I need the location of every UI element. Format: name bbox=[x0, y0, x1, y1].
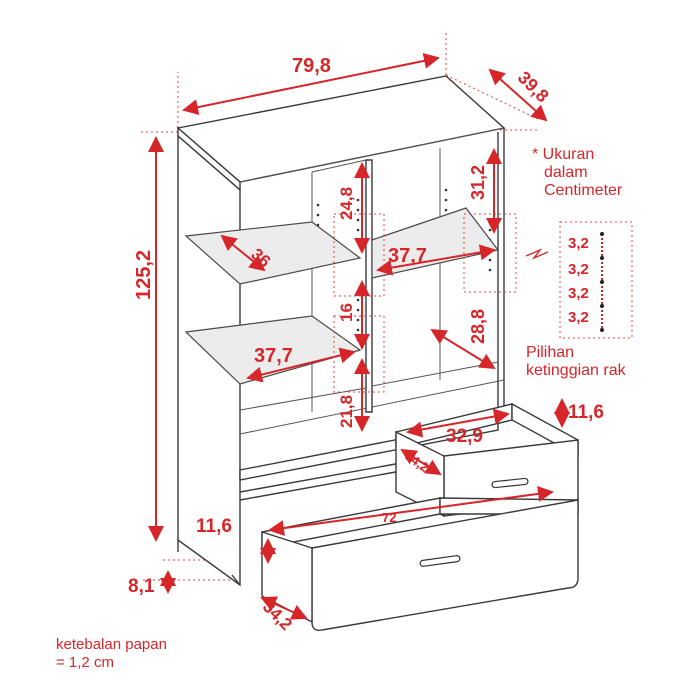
label-right-width: 37,7 bbox=[388, 245, 427, 267]
label-gap-mid-left: 16 bbox=[337, 303, 356, 322]
label-drawer-large-height: 11,6 bbox=[196, 516, 232, 537]
label-width: 79,8 bbox=[292, 55, 331, 77]
label-gap-bottom-left: 21,8 bbox=[337, 395, 356, 428]
shelf-option-line2: ketinggian rak bbox=[526, 362, 626, 379]
label-drawer-large-width: 72 bbox=[382, 510, 396, 525]
unit-note: * Ukuran dalam Centimeter bbox=[532, 146, 622, 200]
label-gap-bottom-right: 28,8 bbox=[468, 309, 488, 344]
label-gap-top-left: 24,8 bbox=[337, 187, 356, 220]
large-drawer bbox=[261, 497, 579, 632]
spacing-value-3: 3,2 bbox=[568, 285, 589, 302]
unit-note-line2: dalam bbox=[544, 164, 588, 181]
dimension-lines bbox=[148, 52, 570, 620]
label-drawer-small-height: 11,6 bbox=[568, 402, 604, 423]
spacing-value-4: 3,2 bbox=[568, 309, 589, 326]
spacing-value-2: 3,2 bbox=[568, 261, 589, 278]
dimension-labels: 79,8 39,8 125,2 36 37,7 37,7 24,8 16 21,… bbox=[128, 55, 604, 634]
unit-note-line1: * Ukuran bbox=[532, 146, 595, 163]
spacing-detail bbox=[525, 232, 604, 332]
label-left-width: 37,7 bbox=[254, 345, 293, 367]
spacing-values: 3,2 3,2 3,2 3,2 bbox=[568, 235, 589, 326]
unit-note-line3: Centimeter bbox=[544, 182, 623, 199]
label-drawer-small-width: 32,9 bbox=[446, 426, 483, 447]
label-gap-top-right: 31,2 bbox=[468, 165, 488, 200]
label-plinth-height: 8,1 bbox=[128, 576, 155, 597]
shelf-option-line1: Pilihan bbox=[526, 344, 575, 361]
detail-boxes bbox=[333, 213, 633, 393]
spacing-value-1: 3,2 bbox=[568, 235, 589, 252]
label-height: 125,2 bbox=[133, 250, 155, 300]
board-note-line2: = 1,2 cm bbox=[56, 654, 114, 671]
board-note-line1: ketebalan papan bbox=[56, 636, 167, 653]
label-depth: 39,8 bbox=[514, 67, 553, 106]
shelf-option-note: Pilihan ketinggian rak bbox=[526, 344, 626, 380]
board-thickness-note: ketebalan papan = 1,2 cm bbox=[56, 636, 167, 672]
